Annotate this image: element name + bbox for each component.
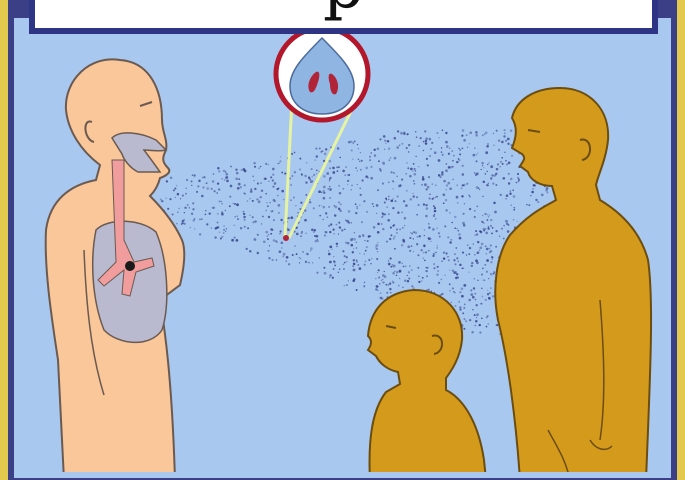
page-title: p [35,0,652,18]
magnifier-line-left [285,100,292,237]
focus-droplet [283,235,289,241]
magnified-droplet-icon [276,28,368,120]
healthy-adult [495,88,651,472]
title-banner: p [29,0,658,34]
healthy-child [368,290,486,472]
infection-spot [125,261,135,271]
magnifier-line-right [289,103,355,238]
infected-person [46,59,184,472]
droplet-cloud [160,129,551,359]
